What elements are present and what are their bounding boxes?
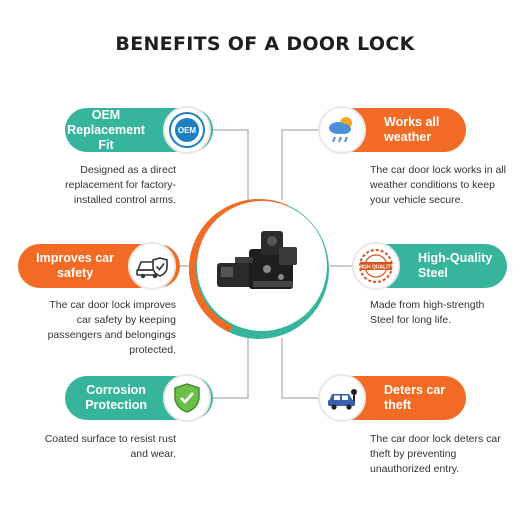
benefit-steel-title-line2: Steel: [418, 266, 448, 280]
desc-line: your vehicle secure.: [370, 194, 464, 206]
benefit-safety-description: The car door lock improves car safety by…: [30, 298, 176, 358]
door-lock-product-image: [217, 231, 297, 289]
quality-stamp-icon: HIGH QUALITY: [352, 242, 400, 290]
desc-line: theft by preventing: [370, 448, 457, 460]
desc-line: Made from high-strength: [370, 299, 485, 311]
desc-line: and wear.: [130, 448, 176, 460]
desc-line: passengers and belongings: [47, 329, 176, 341]
desc-line: Designed as a direct: [80, 164, 176, 176]
oem-badge-text: OEM: [178, 126, 197, 135]
benefit-weather-title-line1: Works all: [384, 115, 440, 129]
weather-icon: [318, 106, 366, 154]
desc-line: Steel for long life.: [370, 314, 452, 326]
benefit-oem-title-line2: Replacement Fit: [67, 122, 145, 152]
benefit-steel-title-line1: High-Quality: [418, 251, 493, 265]
quality-stamp-text: HIGH QUALITY: [358, 264, 394, 270]
benefit-corrosion-title-line1: Corrosion: [86, 383, 146, 397]
page-title: BENEFITS OF A DOOR LOCK: [115, 33, 415, 55]
benefit-theft-title-line1: Deters car: [384, 383, 446, 397]
desc-line: installed control arms.: [73, 194, 176, 206]
desc-line: Coated surface to resist rust: [44, 433, 176, 445]
benefit-weather-description: The car door lock works in all weather c…: [370, 163, 520, 208]
benefit-safety-title-line2: safety: [57, 266, 94, 280]
benefit-corrosion-description: Coated surface to resist rust and wear.: [30, 432, 176, 462]
oem-badge-icon: OEM: [163, 106, 211, 154]
shield-check-icon: [163, 374, 211, 422]
benefit-steel-description: Made from high-strength Steel for long l…: [370, 298, 520, 328]
desc-line: The car door lock works in all: [370, 164, 506, 176]
desc-line: unauthorized entry.: [370, 463, 460, 475]
desc-line: The car door lock deters car: [370, 433, 501, 445]
benefit-corrosion-title-line2: Protection: [85, 398, 147, 412]
car-theft-icon: [318, 374, 366, 422]
desc-line: car safety by keeping: [76, 314, 176, 326]
benefit-theft-description: The car door lock deters car theft by pr…: [370, 432, 520, 477]
car-shield-icon: [128, 242, 176, 290]
benefit-oem-description: Designed as a direct replacement for fac…: [50, 163, 176, 208]
desc-line: replacement for factory-: [65, 179, 176, 191]
benefit-safety-title-line1: Improves car: [36, 251, 114, 265]
desc-line: The car door lock improves: [49, 299, 176, 311]
desc-line: protected.: [129, 344, 176, 356]
benefit-theft-title-line2: theft: [384, 398, 412, 412]
benefit-oem-title-line1: OEM: [91, 107, 121, 122]
benefit-weather-title-line2: weather: [384, 130, 432, 144]
desc-line: weather conditions to keep: [370, 179, 495, 191]
